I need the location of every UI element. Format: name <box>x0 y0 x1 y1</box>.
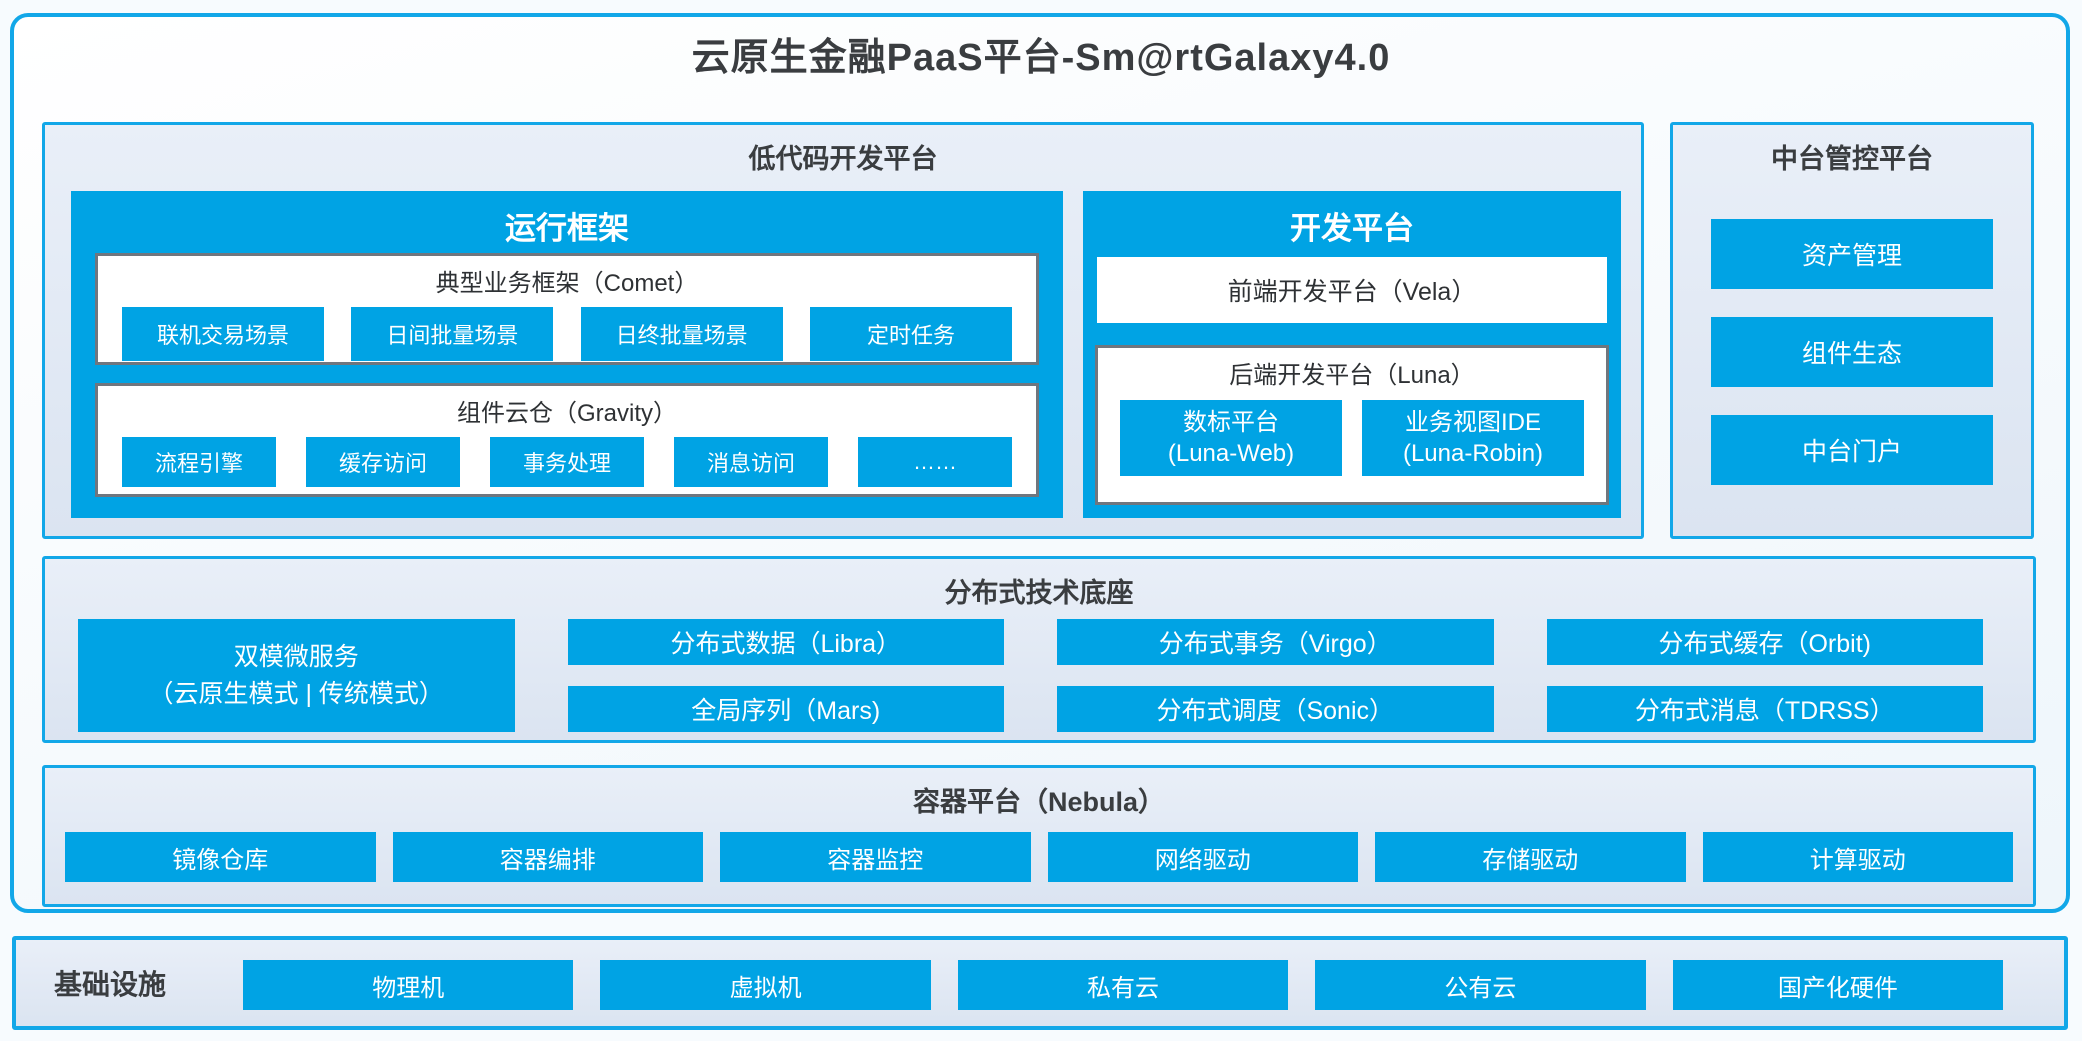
section-low-code-platform: 低代码开发平台 运行框架 典型业务框架（Comet） 联机交易场景 日间批量场景… <box>42 122 1644 539</box>
box-gravity: 组件云仓（Gravity） 流程引擎 缓存访问 事务处理 消息访问 …… <box>95 383 1039 497</box>
mid-item-asset-management: 资产管理 <box>1711 219 1993 289</box>
gravity-item-process-engine: 流程引擎 <box>122 437 276 487</box>
dist-item-sequence-mars: 全局序列（Mars) <box>567 686 1004 732</box>
dual-mode-line1: 双模微服务 <box>233 643 359 672</box>
container-item-storage-driver: 存储驱动 <box>1375 832 1686 882</box>
container-item-monitoring: 容器监控 <box>720 832 1031 882</box>
dist-item-cache-orbit: 分布式缓存（Orbit) <box>1546 619 1983 665</box>
infra-item-public-cloud: 公有云 <box>1315 960 1646 1010</box>
mid-item-portal: 中台门户 <box>1711 415 1993 485</box>
dual-mode-microservice: 双模微服务 （云原生模式 | 传统模式） <box>78 619 515 732</box>
section-container-platform: 容器平台（Nebula） 镜像仓库 容器编排 容器监控 网络驱动 存储驱动 计算… <box>42 765 2036 907</box>
luna-items-row: 数标平台 (Luna-Web) 业务视图IDE (Luna-Robin) <box>1098 400 1606 476</box>
dist-item-scheduler-sonic: 分布式调度（Sonic） <box>1057 686 1494 732</box>
comet-item-online-trading: 联机交易场景 <box>122 307 324 361</box>
infrastructure-items-row: 物理机 虚拟机 私有云 公有云 国产化硬件 <box>243 960 2004 1010</box>
page-title: 云原生金融PaaS平台-Sm@rtGalaxy4.0 <box>691 37 1391 79</box>
luna-web-line2: (Luna-Web) <box>1167 440 1295 467</box>
dist-item-transaction-virgo: 分布式事务（Virgo） <box>1057 619 1494 665</box>
container-item-compute-driver: 计算驱动 <box>1702 832 2013 882</box>
gravity-item-ellipsis: …… <box>858 437 1012 487</box>
comet-item-scheduled-task: 定时任务 <box>809 307 1012 361</box>
panel-dev-platform: 开发平台 前端开发平台（Vela） 后端开发平台（Luna） 数标平台 (Lun… <box>1083 191 1621 518</box>
gravity-item-cache-access: 缓存访问 <box>306 437 460 487</box>
dev-platform-title: 开发平台 <box>1290 211 1414 246</box>
gravity-title: 组件云仓（Gravity） <box>456 400 677 427</box>
container-item-image-registry: 镜像仓库 <box>65 832 376 882</box>
panel-runtime-framework: 运行框架 典型业务框架（Comet） 联机交易场景 日间批量场景 日终批量场景 … <box>71 191 1063 518</box>
infra-item-physical-machine: 物理机 <box>243 960 574 1010</box>
dual-mode-line2: （云原生模式 | 传统模式） <box>148 679 444 708</box>
container-platform-title: 容器平台（Nebula） <box>912 787 1166 817</box>
luna-robin-line1: 业务视图IDE <box>1404 408 1541 436</box>
mid-item-component-ecosystem: 组件生态 <box>1711 317 1993 387</box>
luna-web-line1: 数标平台 <box>1183 408 1279 436</box>
container-items-row: 镜像仓库 容器编排 容器监控 网络驱动 存储驱动 计算驱动 <box>65 832 2013 882</box>
distributed-grid: 双模微服务 （云原生模式 | 传统模式） 分布式数据（Libra） 分布式事务（… <box>78 619 1983 732</box>
box-vela: 前端开发平台（Vela） <box>1097 257 1607 323</box>
comet-title: 典型业务框架（Comet） <box>435 270 699 297</box>
luna-robin-line2: (Luna-Robin) <box>1402 440 1544 467</box>
dist-item-message-tdrss: 分布式消息（TDRSS） <box>1546 686 1983 732</box>
comet-item-eod-batch: 日终批量场景 <box>580 307 783 361</box>
comet-item-daytime-batch: 日间批量场景 <box>351 307 554 361</box>
runtime-title: 运行框架 <box>505 211 629 246</box>
container-item-network-driver: 网络驱动 <box>1047 832 1358 882</box>
gravity-item-transaction: 事务处理 <box>490 437 644 487</box>
box-comet: 典型业务框架（Comet） 联机交易场景 日间批量场景 日终批量场景 定时任务 <box>95 253 1039 365</box>
low-code-title: 低代码开发平台 <box>748 144 938 174</box>
infrastructure-title: 基础设施 <box>54 969 167 1000</box>
comet-items-row: 联机交易场景 日间批量场景 日终批量场景 定时任务 <box>98 307 1036 361</box>
section-mid-platform: 中台管控平台 资产管理 组件生态 中台门户 <box>1670 122 2034 539</box>
section-distributed-base: 分布式技术底座 双模微服务 （云原生模式 | 传统模式） 分布式数据（Libra… <box>42 556 2036 743</box>
gravity-item-message-access: 消息访问 <box>674 437 828 487</box>
distributed-title: 分布式技术底座 <box>944 578 1134 608</box>
infra-item-private-cloud: 私有云 <box>957 960 1289 1010</box>
luna-title: 后端开发平台（Luna） <box>1229 362 1475 389</box>
mid-platform-title: 中台管控平台 <box>1771 144 1933 174</box>
luna-item-web: 数标平台 (Luna-Web) <box>1120 400 1342 476</box>
gravity-items-row: 流程引擎 缓存访问 事务处理 消息访问 …… <box>98 437 1036 487</box>
infra-item-virtual-machine: 虚拟机 <box>600 960 931 1010</box>
container-item-orchestration: 容器编排 <box>392 832 703 882</box>
luna-item-robin: 业务视图IDE (Luna-Robin) <box>1362 400 1584 476</box>
infra-item-domestic-hardware: 国产化硬件 <box>1672 960 2004 1010</box>
dist-item-data-libra: 分布式数据（Libra） <box>567 619 1004 665</box>
box-luna: 后端开发平台（Luna） 数标平台 (Luna-Web) 业务视图IDE (Lu… <box>1095 345 1609 505</box>
section-infrastructure: 基础设施 物理机 虚拟机 私有云 公有云 国产化硬件 <box>12 936 2068 1030</box>
